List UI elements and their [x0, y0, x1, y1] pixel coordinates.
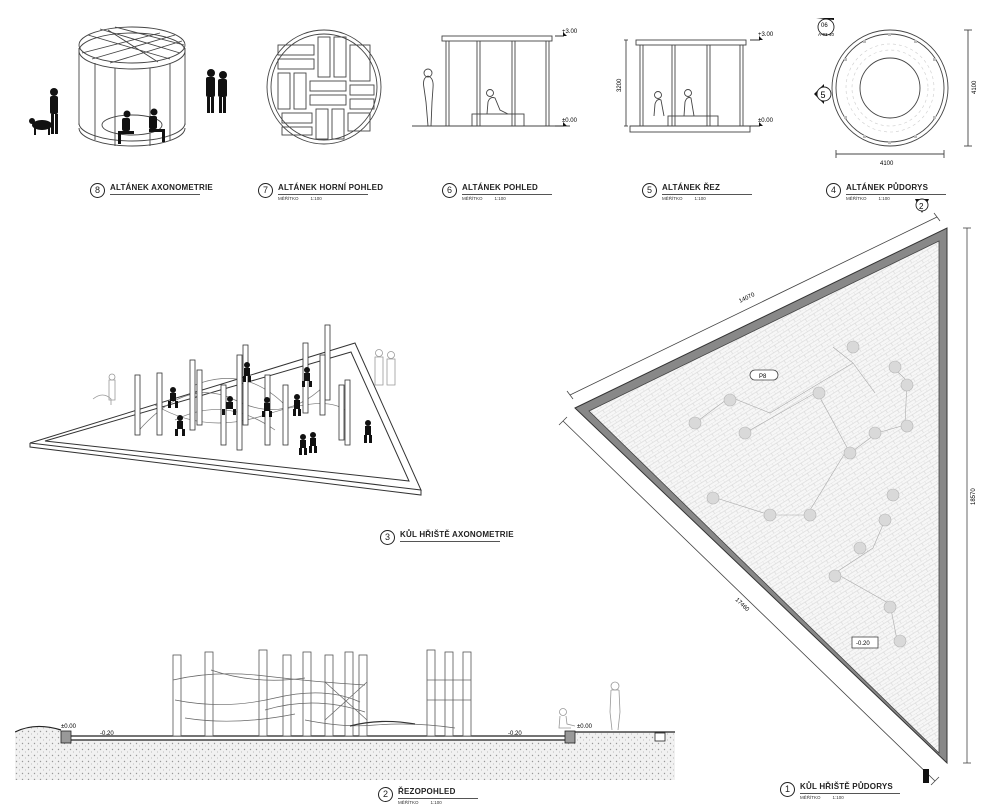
scale-label: MĚŘÍTKO [278, 196, 299, 201]
plan-dimension-top: 14070 [738, 292, 756, 305]
playground-axonometry [29, 324, 422, 496]
scale-value: 1:100 [430, 800, 442, 805]
gazebo-axonometry [29, 26, 227, 147]
scale-label: MĚŘÍTKO [398, 800, 419, 805]
caption-title: KŮL HŘIŠTĚ PŮDORYS [800, 782, 893, 791]
plan-width-dim: 4100 [880, 161, 894, 167]
elevation-base-level: ±0.00 [562, 118, 578, 124]
detail-ref-number: 06 [821, 23, 828, 29]
caption-title: ŘEZOPOHLED [398, 787, 456, 796]
gazebo-floor-plan: 06 A-03-40 5 4100 4100 [814, 18, 978, 167]
caption-section-elevation: 2 ŘEZOPOHLED MĚŘÍTKO 1:100 [378, 787, 498, 809]
caption-number: 8 [90, 183, 105, 198]
caption-gazebo-top-view: 7 ALTÁNEK HORNÍ POHLED MĚŘÍTKO 1:100 [258, 183, 383, 205]
caption-title: ALTÁNEK HORNÍ POHLED [278, 183, 384, 192]
section-level-left: ±0.00 [61, 724, 77, 730]
caption-gazebo-floor-plan: 4 ALTÁNEK PŮDORYS MĚŘÍTKO 1:100 [826, 183, 956, 205]
playground-section-elevation: ±0.00 -0.20 -0.20 ±0.00 [15, 649, 675, 780]
plan-level-tag: -0.20 [856, 641, 870, 647]
caption-number: 6 [442, 183, 457, 198]
section-pit-level-left: -0.20 [100, 731, 114, 737]
caption-playground-axonometry: 3 KŮL HŘIŠTĚ AXONOMETRIE [380, 530, 520, 552]
scale-value: 1:100 [878, 196, 890, 201]
scale-label: MĚŘÍTKO [662, 196, 683, 201]
section-base-level: ±0.00 [758, 118, 774, 124]
gazebo-section: +3.00 ±0.00 3200 [617, 32, 774, 133]
scale-label: MĚŘÍTKO [846, 196, 867, 201]
caption-number: 1 [780, 782, 795, 797]
scale-value: 1:100 [310, 196, 322, 201]
gazebo-top-view [266, 29, 382, 145]
caption-title: ALTÁNEK POHLED [462, 183, 538, 192]
section-pit-level-right: -0.20 [508, 731, 522, 737]
caption-number: 2 [378, 787, 393, 802]
section-height-dim: 3200 [617, 78, 623, 92]
scale-value: 1:100 [832, 795, 844, 800]
caption-gazebo-section: 5 ALTÁNEK ŘEZ MĚŘÍTKO 1:100 [642, 183, 762, 205]
plan-dimension-right: 18570 [971, 488, 977, 505]
caption-title: ALTÁNEK AXONOMETRIE [110, 183, 213, 192]
caption-playground-floor-plan: 1 KŮL HŘIŠTĚ PŮDORYS MĚŘÍTKO 1:100 [780, 782, 910, 804]
plan-section-marker: 2 [919, 202, 924, 211]
plan-height-dim: 4100 [972, 80, 978, 94]
caption-number: 4 [826, 183, 841, 198]
scale-label: MĚŘÍTKO [462, 196, 483, 201]
material-tag: P8 [759, 374, 767, 380]
scale-value: 1:100 [494, 196, 506, 201]
caption-title: ALTÁNEK ŘEZ [662, 183, 721, 192]
caption-gazebo-axonometry: 8 ALTÁNEK AXONOMETRIE [90, 183, 213, 205]
caption-number: 3 [380, 530, 395, 545]
gazebo-elevation: +3.00 ±0.00 [412, 29, 578, 127]
playground-floor-plan: 14070 18570 17460 P8 -0.20 [558, 198, 977, 786]
section-marker-number: 5 [821, 90, 826, 100]
detail-ref-code: A-03-40 [818, 32, 835, 37]
caption-title: ALTÁNEK PŮDORYS [846, 183, 929, 192]
scale-value: 1:100 [694, 196, 706, 201]
caption-title: KŮL HŘIŠTĚ AXONOMETRIE [400, 530, 514, 539]
scale-label: MĚŘÍTKO [800, 795, 821, 800]
caption-number: 5 [642, 183, 657, 198]
caption-number: 7 [258, 183, 273, 198]
section-top-level: +3.00 [758, 32, 774, 38]
section-level-right: ±0.00 [577, 724, 593, 730]
caption-gazebo-elevation: 6 ALTÁNEK POHLED MĚŘÍTKO 1:100 [442, 183, 562, 205]
elevation-top-level: +3.00 [562, 29, 578, 35]
